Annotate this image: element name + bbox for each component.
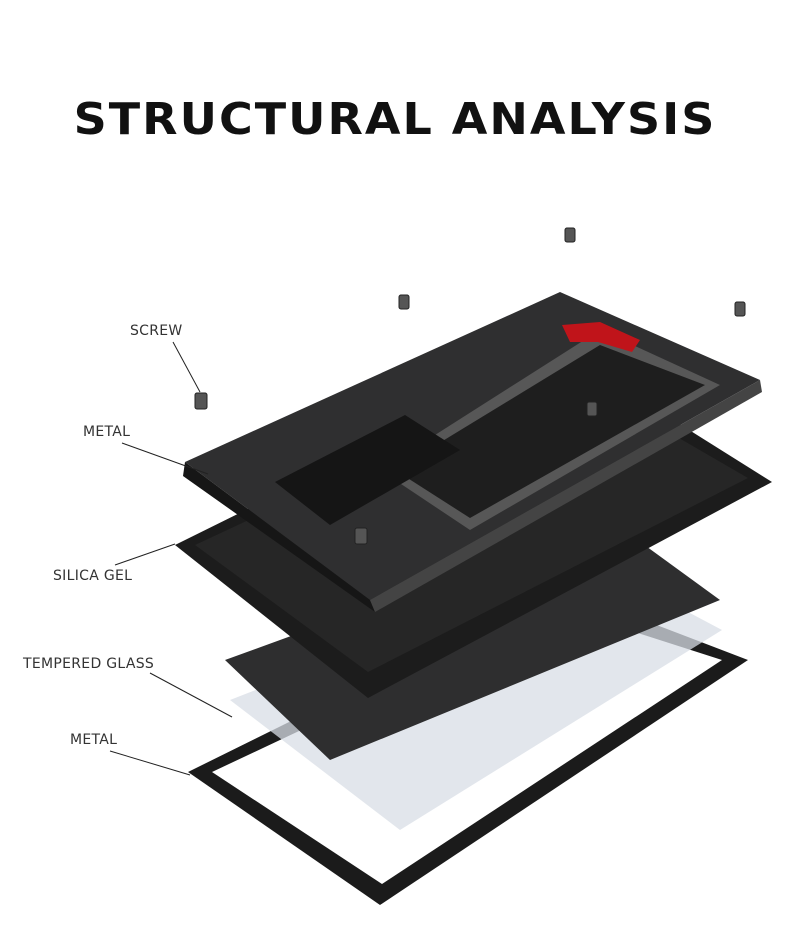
top-metal-layer	[183, 292, 762, 612]
screw-icon	[354, 527, 368, 545]
leader-lines	[109, 341, 233, 776]
screw-icon	[586, 401, 598, 417]
screws	[194, 227, 746, 545]
screw-icon	[194, 392, 208, 410]
screw-icon	[398, 294, 410, 310]
page-title: STRUCTURAL ANALYSIS	[73, 93, 717, 145]
screw-icon	[734, 301, 746, 317]
camera-window	[275, 415, 460, 525]
label-metal-bottom: METAL	[70, 732, 118, 748]
screw-icon	[564, 227, 576, 243]
label-silica-gel: SILICA GEL	[53, 568, 133, 584]
label-metal-top: METAL	[83, 424, 131, 440]
latch	[562, 322, 640, 352]
label-tempered-glass: TEMPERED GLASS	[23, 656, 155, 672]
label-screw: SCREW	[130, 323, 183, 339]
